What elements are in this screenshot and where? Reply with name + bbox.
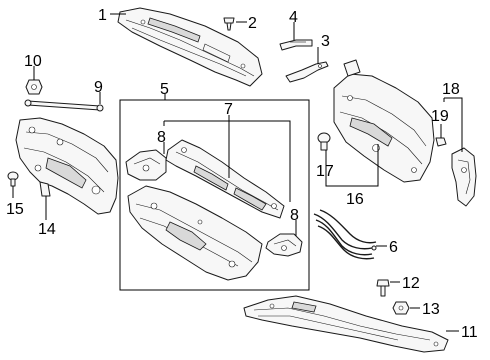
bracket-upper [279, 39, 313, 51]
callout-4: 4 [289, 9, 298, 26]
dash-panel-lower [127, 185, 263, 281]
callout-7: 7 [224, 101, 233, 118]
clip-fastener [223, 17, 235, 31]
callout-15: 15 [6, 201, 24, 218]
callout-3: 3 [321, 33, 330, 50]
grommet-bolt [317, 132, 331, 151]
callout-16: 16 [346, 191, 364, 208]
dash-panel-right [333, 59, 435, 183]
callout-2: 2 [248, 15, 257, 32]
leader-lines [12, 13, 463, 332]
lower-floor-panel [243, 295, 449, 353]
callout-19: 19 [431, 108, 449, 125]
bracket-lower [285, 61, 329, 83]
left-dash-insulator [15, 117, 119, 215]
callout-12: 12 [402, 275, 420, 292]
callout-labels: 1 2 3 4 5 6 7 8 8 9 10 11 12 13 14 15 16… [6, 7, 478, 341]
nut-fastener [25, 79, 43, 95]
callout-10: 10 [24, 53, 42, 70]
callout-9: 9 [94, 79, 103, 96]
pipe-bundle [313, 209, 377, 260]
support-rod [24, 99, 104, 112]
callout-8-left: 8 [157, 129, 166, 146]
callout-11: 11 [461, 324, 478, 341]
nut-fastener-right [392, 301, 410, 315]
clip-fastener-right [435, 137, 447, 147]
callout-14: 14 [38, 221, 56, 238]
gusset-bracket-right [265, 233, 303, 257]
cowl-top-panel [117, 7, 263, 87]
callout-17: 17 [316, 163, 334, 180]
gusset-bracket-left [125, 149, 167, 181]
callout-18: 18 [442, 81, 460, 98]
side-bracket-right [451, 147, 477, 207]
callout-1: 1 [98, 7, 107, 24]
dash-crossmember-upper [165, 139, 285, 219]
assembly-group-frame [119, 99, 310, 291]
callout-8-right: 8 [290, 207, 299, 224]
callout-13: 13 [422, 301, 440, 318]
grommet-plug [7, 171, 19, 187]
bolt-fastener [376, 279, 390, 297]
callout-5: 5 [160, 81, 169, 98]
callout-6: 6 [389, 239, 398, 256]
